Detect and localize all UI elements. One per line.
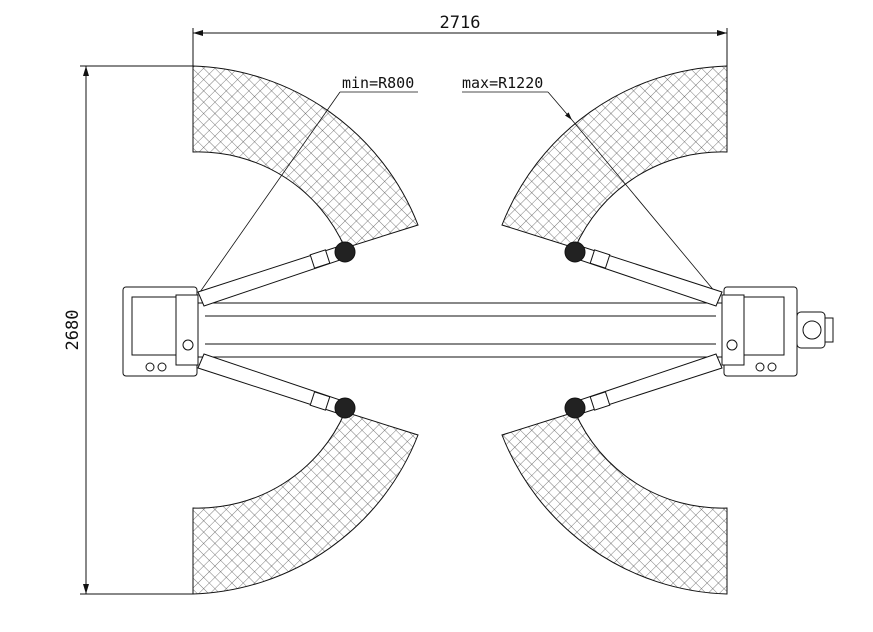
swing-area-top-left <box>192 65 419 249</box>
pad-top-right <box>564 241 586 263</box>
right-post <box>721 286 798 377</box>
swing-area-top-right <box>501 65 728 249</box>
height-dimension <box>80 65 193 595</box>
pad-top-left <box>334 241 356 263</box>
width-label: 2716 <box>440 13 481 33</box>
lift-arms <box>197 245 723 415</box>
height-label: 2680 <box>63 310 83 351</box>
radius-leaders <box>199 91 717 294</box>
pad-bottom-right <box>564 397 586 419</box>
max-radius-label: max=R1220 <box>462 74 543 92</box>
base-beam <box>196 302 725 358</box>
pad-bottom-left <box>334 397 356 419</box>
swing-area-bottom-right <box>501 411 728 595</box>
swing-area-bottom-left <box>192 411 419 595</box>
power-unit <box>796 311 834 349</box>
arm-pads <box>334 241 586 419</box>
left-post <box>122 286 199 377</box>
width-dimension <box>192 28 728 66</box>
min-radius-label: min=R800 <box>342 74 414 92</box>
